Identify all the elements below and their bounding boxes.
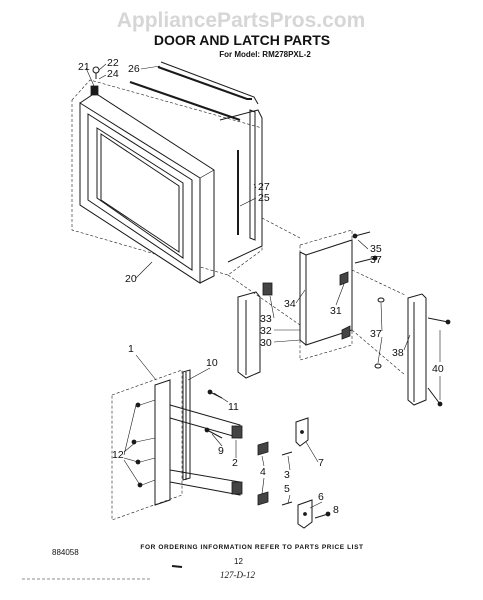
part-1-hinge-group-outline (111, 369, 183, 521)
part-24-choke-strip (129, 81, 241, 121)
guide-line (351, 269, 406, 296)
callout-34: 34 (284, 298, 296, 310)
part-4-pin-lower (257, 491, 269, 506)
watermark: AppliancePartsPros.com (117, 9, 366, 32)
part-31-catch-lower (341, 325, 351, 340)
callout-26: 26 (128, 63, 140, 75)
latch-group-outline (299, 229, 353, 361)
part-1-hinge-plate (154, 379, 171, 506)
guide-line (261, 217, 301, 239)
part-33-clip (262, 282, 273, 296)
part-35-screw (352, 231, 371, 239)
callout-12: 12 (112, 449, 124, 461)
door-assembly (71, 61, 263, 284)
callout-25: 25 (258, 192, 270, 204)
callout-27: 27 (258, 181, 270, 193)
model-line: For Model: RM278PXL-2 (219, 50, 311, 59)
part-2-latch-block-lower (231, 481, 243, 495)
callout-38: 38 (392, 347, 404, 359)
callout-20: 20 (125, 273, 137, 285)
gasket-frame (219, 109, 263, 263)
callout-1: 1 (128, 343, 134, 355)
part-21-22-screw (90, 66, 100, 96)
part-9-screw (204, 427, 223, 439)
part-26-top-strip (157, 61, 259, 105)
part-6-latch (297, 499, 313, 529)
callout-8: 8 (333, 504, 339, 516)
callout-31: 31 (330, 305, 342, 317)
callout-35: 35 (370, 243, 382, 255)
part-40-screw (427, 317, 451, 407)
part-3-spring (281, 451, 293, 506)
part-38-cover-plate (407, 293, 427, 406)
door-group-outline (71, 79, 263, 276)
part-37-washer (377, 297, 385, 303)
latch-plate-assembly (237, 229, 451, 407)
callout-4: 4 (260, 466, 266, 478)
part-12-screws (131, 399, 156, 488)
part-20-door-frame (79, 92, 215, 284)
callout-7: 7 (318, 457, 324, 469)
callout-30: 30 (260, 337, 272, 349)
part-34-cover (237, 291, 261, 379)
callout-11: 11 (228, 401, 239, 413)
callout-2: 2 (232, 457, 238, 469)
part-27-side-strip (249, 109, 256, 241)
scan-marks (22, 565, 183, 580)
callout-labels: 21 22 24 26 27 25 20 35 37 34 33 32 30 3… (78, 57, 444, 516)
callout-3: 3 (284, 469, 290, 481)
part-37-washer-lower (374, 363, 382, 369)
callout-leaders (85, 63, 441, 509)
ordering-note: FOR ORDERING INFORMATION REFER TO PARTS … (140, 544, 363, 551)
part-37-screw (354, 255, 378, 264)
callout-10: 10 (206, 357, 218, 369)
callout-6: 6 (318, 491, 324, 503)
guide-line (351, 329, 406, 376)
callout-22: 22 (107, 57, 119, 69)
part-8-screw (314, 511, 331, 519)
callout-21: 21 (78, 61, 90, 73)
callout-37: 37 (370, 254, 382, 266)
part-7-latch (295, 417, 309, 447)
part-2-latch-block (231, 425, 243, 439)
callout-37-lower: 37 (370, 328, 382, 340)
callout-24: 24 (107, 68, 119, 80)
handwritten-note: 127-D-12 (220, 570, 255, 580)
part-4-pin (257, 441, 269, 456)
callout-32: 32 (260, 325, 272, 337)
diagram-title: DOOR AND LATCH PARTS (154, 32, 330, 48)
callout-9: 9 (218, 445, 224, 457)
document-number: 884058 (52, 548, 79, 557)
callout-40: 40 (432, 363, 444, 375)
callout-5: 5 (284, 483, 290, 495)
page-number: 12 (234, 557, 243, 566)
part-31-catch (339, 271, 349, 286)
callout-33: 33 (260, 313, 272, 325)
hinge-arm-lower (169, 469, 241, 496)
